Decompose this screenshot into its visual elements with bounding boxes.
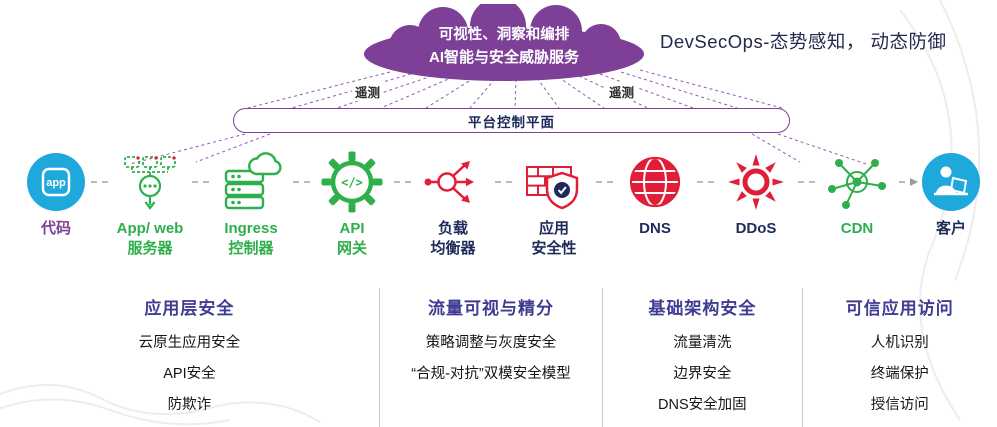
section-item: DNS安全加固	[658, 397, 747, 414]
section-trusted-app-access: 可信应用访问 人机识别 终端保护 授信访问	[801, 288, 997, 427]
pipeline-label: DDoS	[735, 220, 777, 237]
pipeline-item-code: app 代码	[24, 150, 88, 239]
devsecops-tagline: DevSecOps-态势感知， 动态防御	[660, 31, 947, 52]
pipeline-item-dns: DNS	[616, 150, 694, 239]
section-item: 人机识别	[870, 335, 929, 351]
pipeline-connector	[596, 181, 613, 183]
traffic-pipeline: app 代码	[24, 150, 983, 260]
pipeline-connector	[91, 181, 108, 183]
app-security-shield-icon	[522, 150, 586, 214]
section-item: 云原生应用安全	[138, 335, 241, 351]
platform-control-plane: 平台控制平面	[233, 108, 790, 133]
load-balancer-icon	[421, 150, 485, 214]
cdn-network-icon	[825, 150, 889, 214]
dns-globe-icon	[623, 150, 687, 214]
api-gateway-gear-icon: </>	[320, 150, 384, 214]
section-title: 基础架构安全	[648, 299, 757, 318]
svg-text:</>: </>	[341, 176, 363, 190]
pipeline-item-customer: 客户	[919, 150, 983, 239]
pipeline-label: Ingress 控制器	[224, 220, 278, 258]
pipeline-label: 应用 安全性	[531, 220, 577, 258]
pipeline-label: 负载 均衡器	[430, 220, 476, 258]
section-item: 终端保护	[870, 366, 929, 383]
section-item: 流量清洗	[673, 335, 732, 351]
pipeline-item-cdn: CDN	[818, 150, 896, 239]
section-title: 可信应用访问	[845, 299, 954, 318]
pipeline-label: 客户	[935, 220, 966, 237]
cloud-shape	[364, 4, 644, 81]
section-item: 策略调整与灰度安全	[425, 335, 557, 351]
control-plane-label: 平台控制平面	[468, 114, 555, 130]
cloud-title-line1: 可视性、洞察和编排	[438, 26, 570, 43]
pipeline-item-ingress: Ingress 控制器	[212, 150, 290, 260]
section-title: 流量可视与精分	[428, 299, 555, 318]
telemetry-label-left: 遥测	[352, 82, 384, 101]
customer-icon	[919, 150, 983, 214]
pipeline-label: App/ web 服务器	[116, 220, 184, 258]
pipeline-item-ddos: DDoS	[717, 150, 795, 239]
pipeline-label: DNS	[639, 220, 671, 237]
section-item: 授信访问	[870, 397, 929, 414]
app-icon: app	[24, 150, 88, 214]
section-item: API安全	[163, 366, 216, 383]
pipeline-label: API 网关	[336, 220, 367, 258]
telemetry-label-right: 遥测	[606, 82, 638, 101]
pipeline-connector	[394, 181, 411, 183]
pipeline-connector	[697, 181, 714, 183]
web-servers-icon	[118, 150, 182, 214]
section-item: 防欺诈	[167, 397, 212, 414]
section-item: 边界安全	[673, 366, 732, 383]
pipeline-connector	[293, 181, 310, 183]
section-traffic-visibility: 流量可视与精分 策略调整与灰度安全 “合规-对抗”双模安全模型	[378, 288, 602, 427]
pipeline-connector	[495, 181, 512, 183]
section-infrastructure-security: 基础架构安全 流量清洗 边界安全 DNS安全加固	[602, 288, 801, 427]
pipeline-item-app-web-server: App/ web 服务器	[111, 150, 189, 260]
cloud-title-line2: AI智能与安全威胁服务	[428, 48, 579, 66]
section-title: 应用层安全	[144, 299, 235, 318]
pipeline-item-api-gateway: </> API 网关	[313, 150, 391, 260]
pipeline-connector-arrow	[899, 178, 918, 186]
svg-text:app: app	[46, 177, 66, 189]
ddos-burst-icon	[724, 150, 788, 214]
pipeline-item-app-security: 应用 安全性	[515, 150, 593, 260]
pipeline-connector	[798, 181, 815, 183]
pipeline-label: 代码	[40, 220, 71, 237]
section-app-layer-security: 应用层安全 云原生应用安全 API安全 防欺诈	[0, 288, 379, 427]
capability-sections: 应用层安全 云原生应用安全 API安全 防欺诈 流量可视与精分 策略调整与灰度安…	[0, 288, 997, 427]
pipeline-item-load-balancer: 负载 均衡器	[414, 150, 492, 260]
section-item: “合规-对抗”双模安全模型	[411, 366, 571, 383]
pipeline-connector	[192, 181, 209, 183]
pipeline-label: CDN	[840, 220, 874, 237]
ai-security-services-cloud: 可视性、洞察和编排 AI智能与安全威胁服务	[358, 4, 650, 84]
ingress-controller-icon	[219, 150, 283, 214]
